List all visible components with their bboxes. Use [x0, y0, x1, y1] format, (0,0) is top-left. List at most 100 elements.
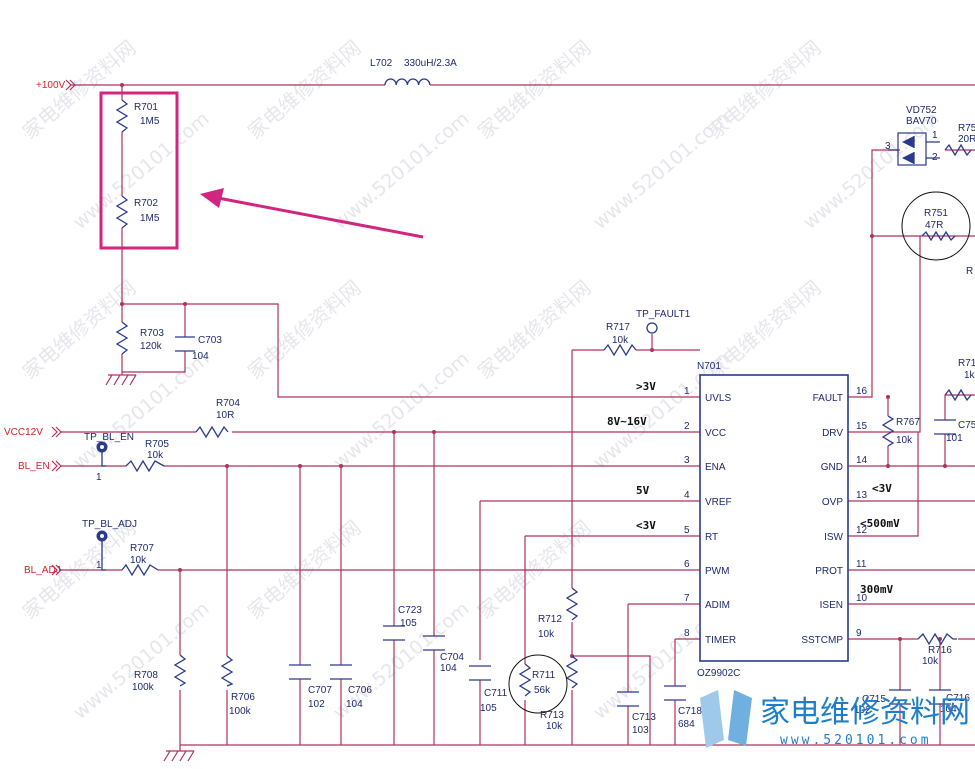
ic-pin-note-left: 8V~16V [607, 415, 647, 428]
r703-ref: R703 [140, 328, 164, 339]
r717-value: 10k [612, 335, 629, 346]
junctions [120, 83, 947, 658]
resistor-symbols [115, 99, 972, 697]
r708-ref: R708 [134, 670, 158, 681]
ic-pin-name-right: PROT [815, 566, 843, 577]
ic-pin-name-left: PWM [705, 566, 729, 577]
l702-value: 330uH/2.3A [404, 58, 457, 69]
test-points: TP_FAULT1 TP_BL_EN 1 TP_BL_ADJ 1 [82, 309, 691, 571]
ic-pin-name-right: SSTCMP [801, 635, 843, 646]
vd752-pin3: 3 [885, 141, 891, 152]
r75-ref: R75 [958, 123, 975, 134]
net-labels: +100V VCC12V BL_EN BL_ADJ [4, 79, 76, 576]
ic-pin-name-right: ISW [824, 532, 843, 543]
resistor-labels: R701 1M5 R702 1M5 R703 120k R704 10R R70… [130, 102, 975, 732]
r711-marker-circle [508, 654, 568, 714]
wires [60, 84, 975, 746]
r702-value: 1M5 [140, 213, 160, 224]
r713-ref: R713 [540, 710, 564, 721]
ic-pin-num-left: 1 [684, 386, 690, 397]
ic-pin-name-left: RT [705, 532, 718, 543]
ic-pin-num-left: 4 [684, 490, 690, 501]
vd752-ref: VD752 [906, 105, 937, 116]
ic-pin-num-left: 6 [684, 559, 690, 570]
net-100v: +100V [36, 80, 66, 91]
r767-value: 10k [896, 435, 913, 446]
r71-value: 1k [964, 370, 975, 381]
vd752-pin2: 2 [932, 152, 938, 163]
ic-ref: N701 [697, 361, 721, 372]
c75-ref: C75 [958, 420, 975, 431]
capacitor-labels: C703 104 C704 104 C706 104 C707 102 C711… [192, 335, 975, 736]
ic-pin-name-left: VREF [705, 497, 732, 508]
c723-value: 105 [400, 618, 417, 629]
watermark-cn: 家电维修资料网 [243, 35, 366, 143]
ic-pin-name-right: GND [821, 462, 843, 473]
ic-pin-num-right: 12 [856, 525, 868, 536]
ic-pin-name-right: OVP [822, 497, 843, 508]
site-logo: 家电维修资料网 www.520101.com [700, 690, 970, 748]
r71-ref: R71 [958, 358, 975, 369]
r751-ref: R751 [924, 208, 948, 219]
watermark-cn: 家电维修资料网 [473, 275, 596, 383]
r704-value: 10R [216, 410, 234, 421]
c716-value: 104 [940, 704, 957, 715]
r701-value: 1M5 [140, 116, 160, 127]
watermark-cn: 家电维修资料网 [243, 275, 366, 383]
ic-pin-num-left: 2 [684, 421, 690, 432]
r703-value: 120k [140, 341, 163, 352]
r708-value: 100k [132, 682, 155, 693]
r711-value: 56k [534, 685, 551, 696]
ic-pin-num-left: 8 [684, 628, 690, 639]
c711-value: 105 [480, 703, 497, 714]
r75-value: 20R [958, 134, 975, 145]
ic-pin-note-left: 5V [636, 484, 650, 497]
watermark-url: www.520101.com [329, 348, 473, 474]
ic-pin-name-right: DRV [822, 428, 843, 439]
r716-ref: R716 [928, 645, 952, 656]
highlight-box [99, 91, 179, 250]
inductor-l702: L702 330uH/2.3A [370, 58, 457, 86]
c713-ref: C713 [632, 712, 656, 723]
c706-value: 104 [346, 699, 363, 710]
r706-ref: R706 [231, 692, 255, 703]
c716-ref: C716 [946, 693, 970, 704]
ic-pin-num-left: 5 [684, 525, 690, 536]
watermark-url: www.520101.com [69, 598, 213, 724]
ic-part: OZ9902C [697, 668, 740, 679]
diode-vd752: VD752 BAV70 1 2 3 [885, 105, 940, 166]
r712-ref: R712 [538, 614, 562, 625]
ic-pin-num-left: 3 [684, 455, 690, 466]
ic-pin-num-right: 15 [856, 421, 868, 432]
c711-ref: C711 [484, 688, 508, 699]
watermark-cn: 家电维修资料网 [473, 35, 596, 143]
r716-value: 10k [922, 656, 939, 667]
c706-ref: C706 [348, 685, 372, 696]
c707-value: 102 [308, 699, 325, 710]
c713-value: 103 [632, 725, 649, 736]
r705-ref: R705 [145, 439, 169, 450]
ic-pin-num-right: 11 [856, 559, 867, 570]
r751-marker-circle [901, 191, 971, 261]
ic-pin-num-right: 10 [856, 593, 868, 604]
c718-ref: C718 [678, 706, 702, 717]
c704-value: 104 [440, 663, 457, 674]
r707-value: 10k [130, 555, 147, 566]
c707-ref: C707 [308, 685, 332, 696]
r707-ref: R707 [130, 543, 154, 554]
ic-pin-name-right: FAULT [813, 393, 843, 404]
r712-value: 10k [538, 629, 555, 640]
ic-pin-note-right: <500mV [860, 517, 900, 530]
tp-bl-adj-pin: 1 [96, 560, 102, 571]
ic-pin-name-left: TIMER [705, 635, 736, 646]
ic-pin-note-right: <3V [872, 482, 892, 495]
watermark-url: www.520101.com [329, 108, 473, 234]
c75-value: 101 [946, 433, 963, 444]
tp-bl-en-label: TP_BL_EN [84, 432, 134, 443]
vd752-value: BAV70 [906, 116, 937, 127]
r713-value: 10k [546, 721, 563, 732]
tp-bl-adj-label: TP_BL_ADJ [82, 519, 137, 530]
ic-n701: N701 OZ9902C 1UVLS>3V2VCC8V~16V3ENA4VREF… [607, 361, 900, 679]
r701-ref: R701 [134, 102, 158, 113]
